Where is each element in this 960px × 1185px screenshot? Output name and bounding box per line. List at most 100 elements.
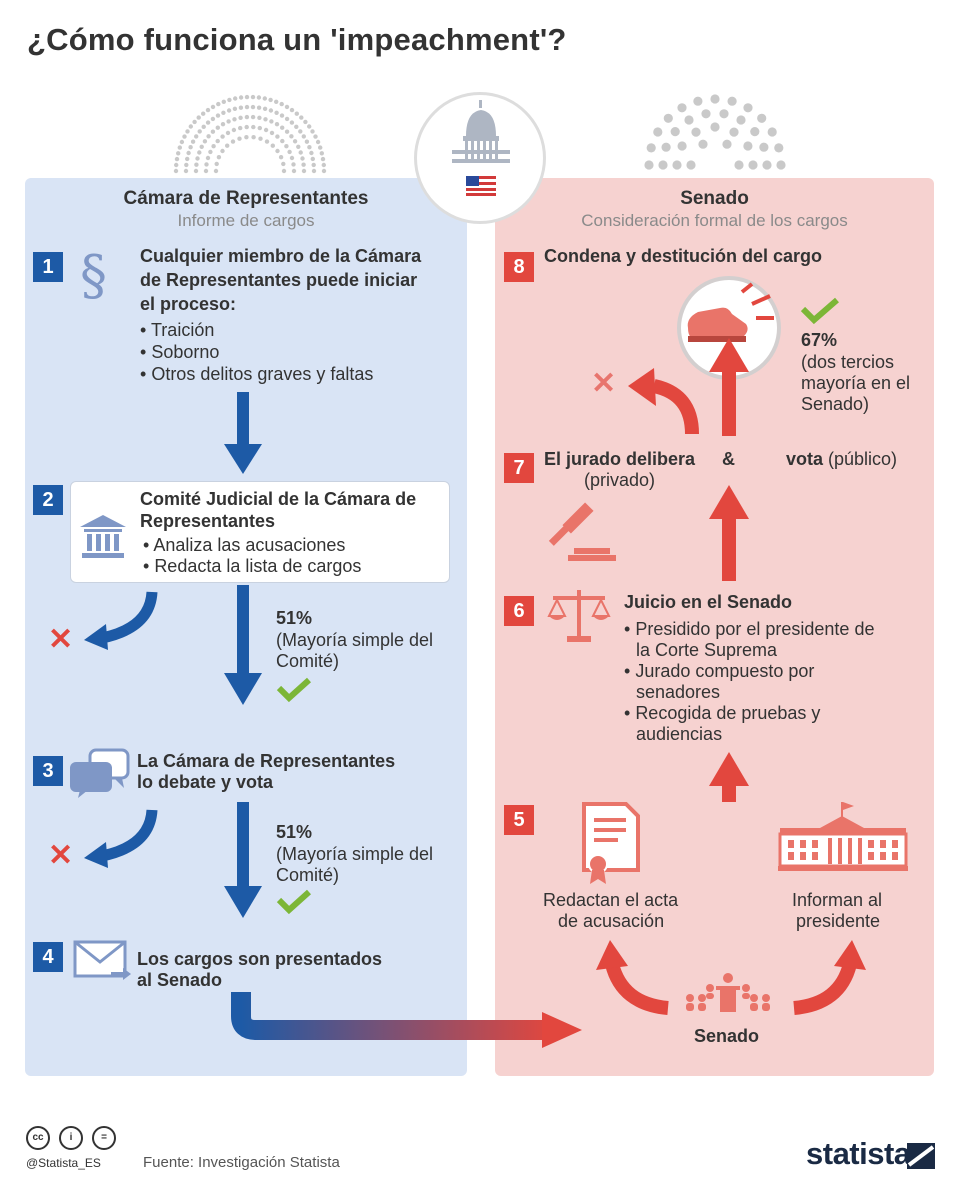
seat-dot xyxy=(197,129,202,134)
seat-dot xyxy=(653,127,663,137)
arrow-down-icon xyxy=(224,585,262,705)
seat-dot xyxy=(214,161,219,167)
seat-dot xyxy=(190,139,196,144)
seat-dot xyxy=(693,96,703,106)
seat-dot xyxy=(304,139,310,144)
check-icon xyxy=(276,677,312,703)
seat-dot xyxy=(184,162,189,168)
seat-dot xyxy=(743,103,753,113)
seat-dot xyxy=(216,155,222,160)
seat-dot xyxy=(237,136,242,141)
seat-dot xyxy=(315,139,321,145)
vote-2-line-1: (Mayoría simple del xyxy=(276,844,434,864)
seat-dot xyxy=(291,162,296,167)
no-derivatives-icon[interactable]: = xyxy=(92,1126,116,1150)
seat-dot xyxy=(262,106,268,111)
seat-dot xyxy=(197,150,202,155)
courthouse-icon xyxy=(80,515,126,558)
seat-dot xyxy=(188,124,193,129)
seat-dot xyxy=(701,109,711,119)
seat-dot xyxy=(301,168,307,174)
seat-dot xyxy=(294,124,299,129)
seat-dot xyxy=(220,134,225,139)
step-8-label: Condena y destitución del cargo xyxy=(544,246,823,266)
scales-icon xyxy=(547,590,611,642)
check-icon xyxy=(276,889,312,915)
step-7-number: 7 xyxy=(504,453,534,483)
seat-dot xyxy=(321,168,327,174)
seat-dot xyxy=(233,96,238,101)
vote-2-line-2: Comité) xyxy=(276,865,340,885)
seat-dot xyxy=(251,135,256,140)
seat-dot xyxy=(291,168,297,174)
seat-dot xyxy=(281,161,286,167)
seat-dot xyxy=(263,117,268,122)
step-2-bullet: • Redacta la lista de cargos xyxy=(143,556,362,576)
statista-logo-text[interactable]: statista xyxy=(806,1136,911,1171)
step-2-bullet: • Analiza las acusaciones xyxy=(143,535,346,555)
seat-dot xyxy=(177,145,182,150)
seat-dot xyxy=(289,107,295,113)
seat-dot xyxy=(213,168,219,174)
seat-dot xyxy=(284,116,290,122)
seat-dot xyxy=(719,109,729,119)
seat-dot xyxy=(210,116,216,122)
vote-1-line-1: (Mayoría simple del xyxy=(276,630,434,650)
seat-dot xyxy=(284,104,290,110)
seat-dot xyxy=(303,119,308,125)
cross-icon: ✕ xyxy=(48,623,74,656)
seat-dot xyxy=(264,139,270,144)
step-1-bullet: • Traición xyxy=(140,320,215,340)
seat-dot xyxy=(279,113,285,118)
seat-dot xyxy=(319,151,324,156)
statista-handle[interactable]: @Statista_ES xyxy=(26,1156,101,1170)
step-2-line-2: Representantes xyxy=(140,511,276,531)
seat-dot xyxy=(251,124,256,130)
arrow-down-icon xyxy=(224,392,262,474)
step-7-ampersand: & xyxy=(722,449,735,469)
step-4-number: 4 xyxy=(33,942,63,972)
house-title: Cámara de Representantes xyxy=(123,188,369,209)
seat-dot xyxy=(281,168,287,174)
seat-dot xyxy=(313,134,318,139)
step-4-line-1: Los cargos son presentados xyxy=(137,949,383,969)
seat-dot xyxy=(759,142,769,152)
seat-dot xyxy=(263,127,269,133)
gavel-icon xyxy=(548,502,616,561)
seat-dot xyxy=(185,129,190,134)
seat-dot xyxy=(210,129,216,134)
seat-dot xyxy=(220,122,226,127)
seat-dot xyxy=(320,156,326,162)
creative-commons-icon[interactable]: cc xyxy=(26,1126,50,1150)
seat-dot xyxy=(205,155,211,161)
seat-dot xyxy=(201,124,206,129)
seat-dot xyxy=(250,104,256,110)
seat-dot xyxy=(300,156,305,161)
seat-dot xyxy=(710,122,720,132)
step-5-inform-line-1: Informan al xyxy=(792,890,883,910)
step-7-votes: vota (público) xyxy=(786,449,898,469)
seat-dot xyxy=(275,134,280,139)
seat-dot xyxy=(278,155,284,160)
seat-dot xyxy=(208,149,213,155)
statista-logo-icon[interactable] xyxy=(907,1143,935,1169)
seat-dot xyxy=(215,138,220,144)
attribution-icon[interactable]: i xyxy=(59,1126,83,1150)
reject-arrow-icon xyxy=(628,368,699,435)
step-5-draft-line-2: de acusación xyxy=(558,911,665,931)
seat-dot xyxy=(244,94,250,100)
step-3-line-2: lo debate y vota xyxy=(137,772,274,792)
seat-dot xyxy=(210,104,216,110)
seat-dot xyxy=(310,129,315,134)
seat-dot xyxy=(221,99,226,104)
seat-dot xyxy=(258,136,263,141)
seat-dot xyxy=(289,155,295,161)
seat-dot xyxy=(296,144,301,149)
step-8-number: 8 xyxy=(504,252,534,282)
seat-dot xyxy=(274,122,280,127)
seat-dot xyxy=(774,143,784,153)
seat-dot xyxy=(289,120,295,125)
seat-dot xyxy=(710,94,720,104)
seat-dot xyxy=(757,113,767,123)
seat-dot xyxy=(311,162,316,168)
